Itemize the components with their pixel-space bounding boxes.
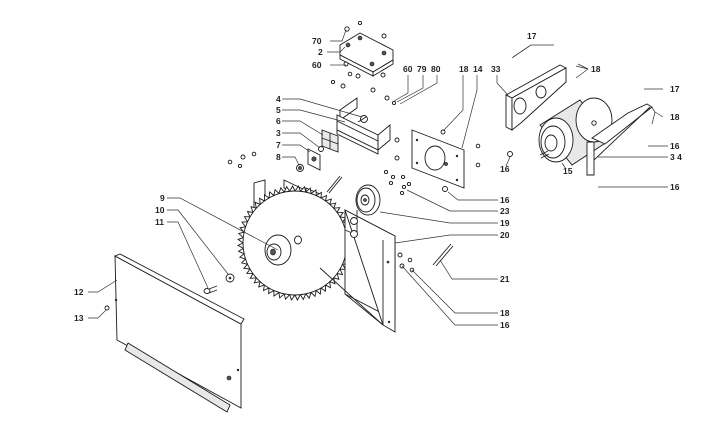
callout-21: 21: [500, 274, 510, 284]
callout-3: 3: [276, 128, 281, 138]
top-mounting-plate: [339, 32, 394, 77]
motor-bracket-right: [586, 103, 653, 176]
callout-19: 19: [500, 218, 510, 228]
callout-80: 80: [431, 64, 441, 74]
callout-12: 12: [74, 287, 84, 297]
callout-7: 7: [276, 140, 281, 150]
callout-labels: 70 2 60 60 79 80 4 5 6 3 7 8 18 14 33 17…: [74, 31, 682, 330]
callout-18: 18: [591, 64, 601, 74]
callout-33: 33: [491, 64, 501, 74]
callout-18: 18: [670, 112, 680, 122]
callout-9: 9: [160, 193, 165, 203]
top-screws: [330, 20, 397, 106]
callout-15: 15: [563, 166, 573, 176]
motor-bracket-left: [505, 64, 567, 131]
callout-4: 4: [276, 94, 281, 104]
front-cover-panel: [113, 253, 245, 413]
callout-6: 6: [276, 116, 281, 126]
callout-60: 60: [312, 60, 322, 70]
callout-11: 11: [155, 217, 164, 227]
callout-17: 17: [670, 84, 680, 94]
callout-2: 2: [318, 47, 323, 57]
callout-16: 16: [670, 141, 680, 151]
callout-20: 20: [500, 230, 510, 240]
callout-10: 10: [155, 205, 165, 215]
loose-hardware: [227, 129, 513, 273]
callout-17: 17: [527, 31, 537, 41]
long-bolt: [326, 175, 341, 193]
callout-13: 13: [74, 313, 84, 323]
guide-bracket: [336, 97, 391, 155]
leader-lines: [88, 29, 668, 326]
callout-16: 16: [500, 320, 510, 330]
callout-5: 5: [276, 105, 281, 115]
blade-bolt: [203, 285, 218, 294]
callout-18: 18: [500, 308, 510, 318]
callout-60: 60: [403, 64, 413, 74]
callout-34: 3 4: [670, 152, 682, 162]
saw-blade: [237, 185, 353, 301]
callout-16: 16: [500, 195, 510, 205]
callout-23: 23: [500, 206, 510, 216]
callout-14: 14: [473, 64, 483, 74]
motor-mount-plate: [411, 129, 465, 189]
pad-block: [296, 129, 339, 172]
pulley: [355, 184, 381, 216]
callout-16: 16: [500, 164, 510, 174]
arbor-bolt: [432, 243, 454, 267]
callout-8: 8: [276, 152, 281, 162]
callout-16: 16: [670, 182, 680, 192]
callout-18: 18: [459, 64, 469, 74]
callout-70: 70: [312, 36, 322, 46]
cover-screw: [104, 305, 110, 311]
rear-housing-panel: [319, 209, 396, 333]
callout-79: 79: [417, 64, 427, 74]
